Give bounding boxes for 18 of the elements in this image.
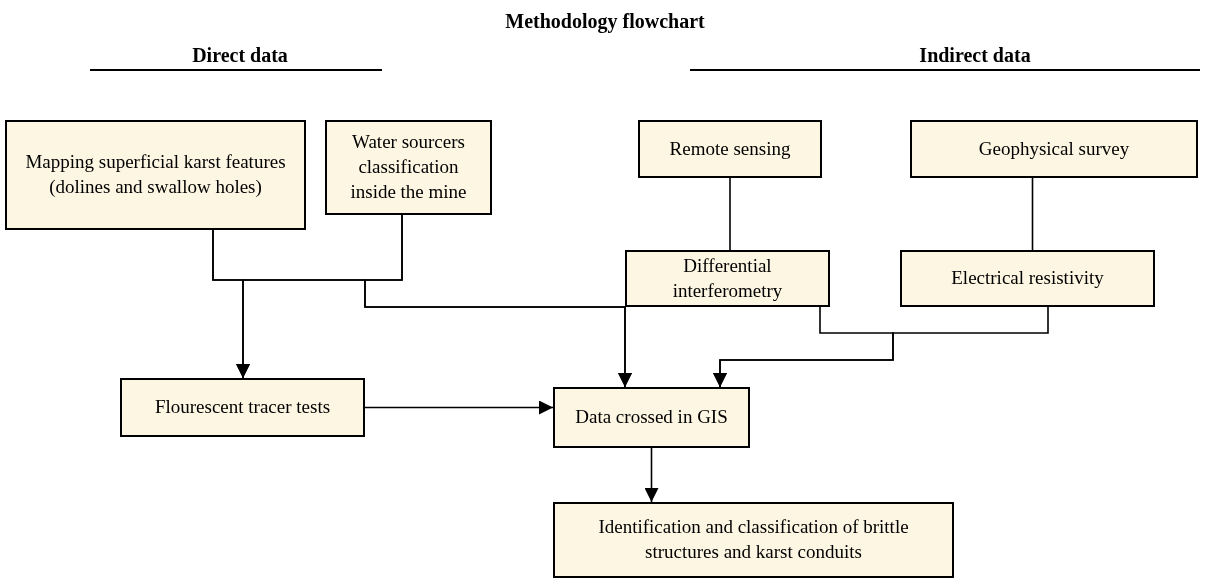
process-box: Flourescent tracer tests xyxy=(120,378,365,437)
arrow xyxy=(713,306,1049,388)
section-heading: Indirect data xyxy=(918,43,1032,68)
process-box: Electrical resistivity xyxy=(900,250,1155,307)
arrow xyxy=(364,400,554,415)
connector-line xyxy=(1031,177,1034,251)
diagram-title: Methodology flowchart xyxy=(504,9,706,35)
process-box: Identification and classification of brittle structures and karst conduits xyxy=(553,502,954,578)
arrow xyxy=(364,214,632,388)
process-box: Differential interferometry xyxy=(625,250,830,307)
process-box: Remote sensing xyxy=(638,120,822,178)
arrow xyxy=(644,447,659,503)
process-box: Geophysical survey xyxy=(910,120,1198,178)
process-box: Data crossed in GIS xyxy=(553,387,750,448)
connector-line xyxy=(729,177,731,251)
process-box: Mapping superficial karst features (dolines and swallow holes) xyxy=(5,120,306,230)
process-box: Water sourcers classification inside the mine xyxy=(325,120,492,215)
section-heading: Direct data xyxy=(191,43,289,68)
